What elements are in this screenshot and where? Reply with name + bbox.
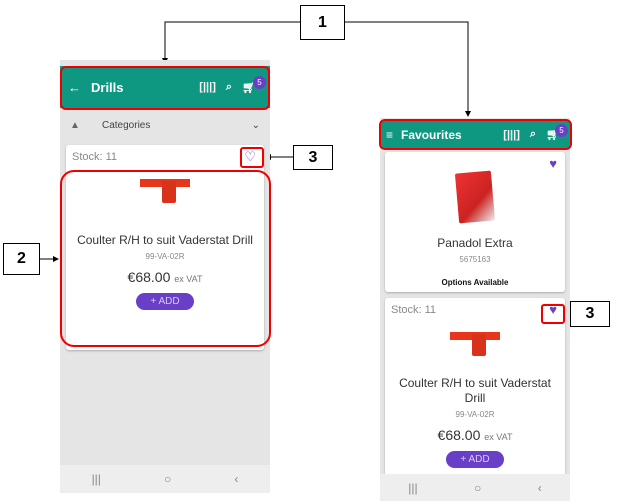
recent-apps-icon[interactable]: |||	[91, 472, 101, 486]
barcode-scan-icon[interactable]: [|||]	[503, 128, 520, 141]
product-name: Coulter R/H to suit Vaderstat Drill	[77, 233, 253, 247]
highlight-heart-right	[541, 304, 565, 324]
product-name: Panadol Extra	[437, 236, 513, 250]
product-price: €68.00	[437, 427, 481, 443]
highlight-header-left	[60, 66, 270, 110]
product-image	[140, 175, 190, 203]
drills-screen: ← Drills [|||] ⌕ 🛒︎ 5 ▲ Categories ⌄ Sto…	[60, 60, 270, 493]
categories-dropdown[interactable]: ▲ Categories ⌄	[60, 112, 270, 138]
cart-icon[interactable]: 🛒︎	[242, 81, 256, 94]
product-image	[454, 170, 496, 224]
stock-label: Stock: 11	[72, 151, 118, 163]
product-code: 99-VA-02R	[455, 410, 495, 419]
android-nav-bar: ||| ○ ‹	[380, 474, 570, 501]
menu-icon[interactable]: ≡	[386, 127, 394, 142]
highlight-heart-left	[240, 147, 264, 168]
callout-3: 3	[293, 145, 333, 170]
product-code: 99-VA-02R	[145, 252, 185, 261]
add-button[interactable]: + ADD	[136, 293, 194, 310]
product-card[interactable]: Stock: 11 ♡ Coulter R/H to suit Vadersta…	[66, 145, 264, 350]
product-card[interactable]: ♥ Panadol Extra 5675163 Options Availabl…	[385, 152, 565, 292]
callout-2: 2	[3, 243, 40, 275]
vat-label: ex VAT	[174, 274, 203, 284]
cart-count-badge: 5	[253, 76, 266, 89]
add-button[interactable]: + ADD	[446, 451, 504, 468]
back-icon[interactable]: ‹	[537, 480, 542, 495]
search-icon[interactable]: ⌕	[529, 128, 537, 140]
callout-1: 1	[300, 5, 345, 40]
callout-3b: 3	[570, 301, 610, 327]
highlight-product	[60, 170, 271, 347]
product-code: 5675163	[459, 255, 491, 264]
favourite-heart-outline-icon[interactable]: ♡	[244, 149, 256, 164]
home-icon[interactable]: ○	[474, 480, 482, 495]
options-available: Options Available	[441, 278, 509, 287]
home-icon[interactable]: ○	[164, 472, 172, 486]
product-image	[450, 328, 500, 356]
android-nav-bar: ||| ○ ‹	[60, 465, 270, 493]
product-name: Coulter R/H to suit Vaderstat Drill	[399, 376, 551, 405]
recent-apps-icon[interactable]: |||	[408, 480, 418, 495]
categories-label: Categories	[102, 119, 151, 131]
vat-label: ex VAT	[484, 432, 513, 442]
highlight-header-right	[379, 119, 572, 150]
app-header: ← Drills [|||] ⌕ 🛒︎ 5	[60, 66, 270, 108]
favourite-heart-filled-icon[interactable]: ♥	[549, 302, 557, 317]
page-title: Favourites	[401, 127, 462, 142]
favourite-heart-filled-icon[interactable]: ♥	[549, 156, 557, 171]
back-icon[interactable]: ‹	[234, 472, 239, 486]
search-icon[interactable]: ⌕	[225, 80, 233, 93]
barcode-scan-icon[interactable]: [|||]	[199, 81, 216, 93]
stock-label: Stock: 11	[391, 304, 437, 316]
app-header: ≡ Favourites [|||] ⌕ 🛒︎ 5	[380, 121, 570, 148]
cart-count-badge: 5	[555, 124, 568, 137]
categories-icon: ▲	[70, 119, 80, 131]
product-card[interactable]: Stock: 11 ♥ Coulter R/H to suit Vadersta…	[385, 298, 565, 488]
back-arrow-icon[interactable]: ←	[68, 79, 81, 95]
favourites-screen: ≡ Favourites [|||] ⌕ 🛒︎ 5 ♥ Panadol Extr…	[380, 118, 570, 501]
chevron-down-icon: ⌄	[251, 119, 260, 131]
product-price: €68.00	[127, 269, 171, 285]
page-title: Drills	[91, 79, 124, 95]
